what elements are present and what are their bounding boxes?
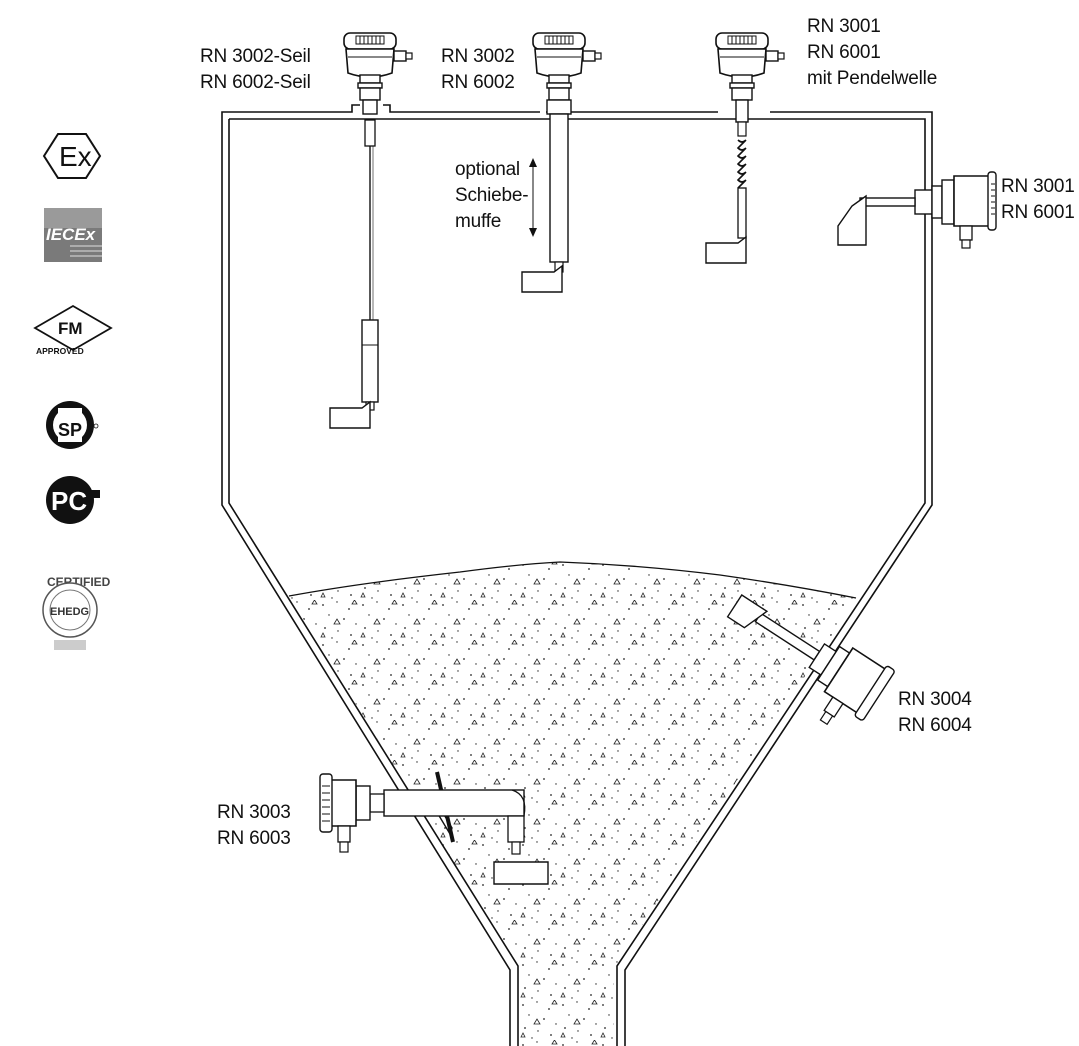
silo-wall xyxy=(221,104,933,1046)
label-rn3001-top-3: mit Pendelwelle xyxy=(807,68,937,89)
label-rn3001-side-2: RN 6001 xyxy=(1001,202,1075,223)
device-rn3001-pendel xyxy=(705,32,785,264)
label-rn3001-side-1: RN 3001 xyxy=(1001,176,1075,197)
label-rn3003-1: RN 3003 xyxy=(217,802,291,823)
device-rn3003 xyxy=(319,771,549,885)
svg-text:Ex: Ex xyxy=(59,141,92,172)
svg-text:APPROVED: APPROVED xyxy=(36,346,84,356)
svg-text:EHEDG: EHEDG xyxy=(50,606,89,618)
label-optional-1: optional xyxy=(455,159,520,180)
device-rn3002-seil xyxy=(329,32,413,429)
bulk-material xyxy=(289,562,856,1046)
label-rn3002-seil-2: RN 6002-Seil xyxy=(200,72,311,93)
label-rn3001-top-1: RN 3001 xyxy=(807,16,881,37)
fm-approved-logo: FM APPROVED xyxy=(33,304,113,356)
svg-text:PC: PC xyxy=(51,486,87,516)
label-rn3004-1: RN 3004 xyxy=(898,689,972,710)
svg-text:FM: FM xyxy=(58,319,83,338)
label-rn3003-2: RN 6003 xyxy=(217,828,291,849)
svg-text:SP: SP xyxy=(58,420,82,440)
label-rn3001-top-2: RN 6001 xyxy=(807,42,881,63)
csa-logo: SP xyxy=(46,401,99,449)
material-surface-line xyxy=(288,561,857,599)
iecex-logo: IECEx xyxy=(44,208,102,262)
side-nozzle xyxy=(914,189,933,215)
device-rn3004 xyxy=(726,594,895,726)
ex-logo: Ex xyxy=(42,133,102,179)
svg-text:IECEx: IECEx xyxy=(46,225,97,244)
label-rn3004-2: RN 6004 xyxy=(898,715,972,736)
label-rn3002-seil-1: RN 3002-Seil xyxy=(200,46,311,67)
label-optional-2: Schiebe- xyxy=(455,185,528,206)
gost-logo: PC xyxy=(46,476,100,524)
device-rn3001-side xyxy=(837,171,997,249)
label-rn3002-2: RN 6002 xyxy=(441,72,515,93)
label-optional-3: muffe xyxy=(455,211,501,232)
label-rn3002-1: RN 3002 xyxy=(441,46,515,67)
device-rn3002 xyxy=(521,32,602,293)
ehedg-logo: CERTIFIED EHEDG xyxy=(42,575,111,650)
